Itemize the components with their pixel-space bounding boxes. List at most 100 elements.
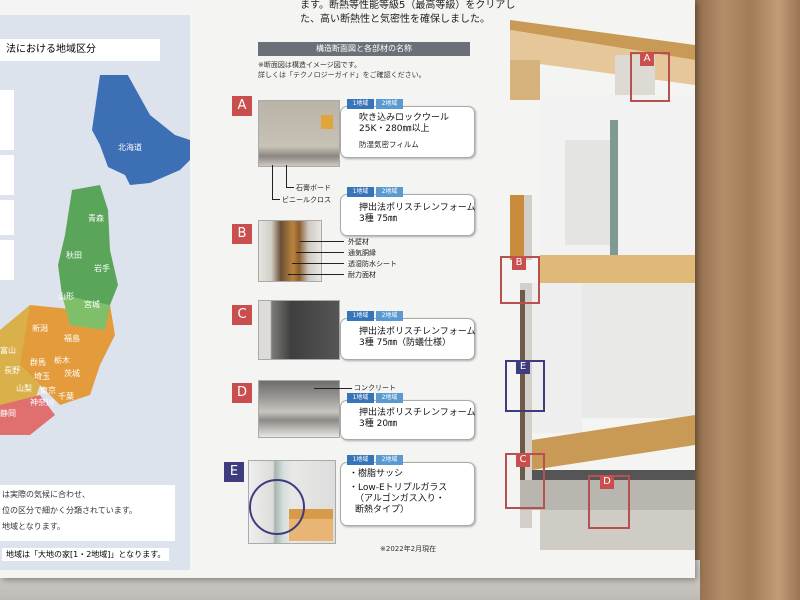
tag-region-1: 1地域 [347,393,374,403]
house-illustration [510,20,695,550]
pref-label: 青森 [88,214,104,223]
item-title: 3種 75㎜（防蟻仕様） [359,338,452,348]
leader-line [288,274,344,275]
photo-window-sash [248,460,336,544]
region-note-bottom: 地域は「大地の家[1・2地域]」となります。 [2,548,170,561]
leader-line [300,241,344,242]
tag-region-1: 1地域 [347,311,374,321]
brochure-page: 法における地域区分 北海道 青森 秋田 岩手 山形 宮城 新潟 福島 富山 長野… [0,0,695,578]
tag-region-2: 2地域 [376,99,403,109]
tag-region-2: 2地域 [376,311,403,321]
pref-label: 埼玉 [34,372,50,381]
pref-label: 宮城 [84,300,100,309]
pref-label: 富山 [0,346,16,355]
pref-label: 千葉 [58,392,74,401]
pref-label: 山形 [58,292,74,301]
card-b: 1地域 2地域 押出法ポリスチレンフォーム 3種 75㎜ [340,187,476,236]
card-c: 1地域 2地域 押出法ポリスチレンフォーム 3種 75㎜（防蟻仕様） [340,311,476,360]
shizuoka-shape [0,395,55,435]
pref-label: 静岡 [0,409,16,418]
callout-label-b: B [512,256,526,270]
region-panel-title: 法における地域区分 [0,39,160,61]
leader-line [314,388,352,389]
tohoku-shape [58,185,118,310]
material-label: コンクリート [354,384,396,392]
card-e: 1地域 2地域 ・樹脂サッシ ・Low-Eトリプルガラス （アルゴンガス入り・ … [340,455,475,526]
section-note: 詳しくは「テクノロジーガイド」をご確認ください。 [258,71,426,79]
item-title: ・Low-Eトリプルガラス [349,483,448,493]
photo-rockwool [258,100,340,167]
callout-label-a: A [640,52,654,66]
material-label: 外壁材 [348,238,369,246]
kanto-shape [10,305,115,405]
pref-label: 福島 [64,334,80,343]
leader-line [272,165,273,199]
tag-region-2: 2地域 [376,393,403,403]
tag-region-2: 2地域 [376,455,403,465]
pref-label: 群馬 [30,358,46,367]
pref-label: 岩手 [94,264,110,273]
leader-line [272,199,280,200]
japan-region-map [0,75,190,435]
material-label: 通気胴縁 [348,249,376,257]
card-a: 1地域 2地域 吹き込みロックウール 25K・280㎜以上 防湿気密フィルム [340,99,475,158]
callout-label-c: C [516,453,530,467]
legend-swatch [0,90,14,150]
photo-wall [258,220,322,282]
badge-c: C [232,305,252,325]
material-label: 耐力面材 [348,271,376,279]
date-note: ※2022年2月現在 [380,545,437,553]
item-title: 吹き込みロックウール [359,113,450,123]
item-title: ・樹脂サッシ [349,469,404,479]
photo-foundation [258,300,340,360]
material-label: 透湿防水シート [348,260,397,268]
hokkaido-shape [92,75,190,185]
item-title: 押出法ポリスチレンフォーム [359,408,476,418]
leader-line [296,252,344,253]
legend-swatch [0,240,14,280]
pref-label: 東京 [40,386,56,395]
badge-e: E [224,462,244,482]
item-sub: 防湿気密フィルム [359,140,419,149]
tag-region-1: 1地域 [347,99,374,109]
chubu-shape [0,305,40,425]
item-title: 押出法ポリスチレンフォーム [359,327,476,337]
badge-d: D [232,383,252,403]
item-title: 3種 20㎜ [359,419,398,429]
callout-label-e: E [516,360,530,374]
pref-label: 秋田 [66,251,82,260]
region-note-line: 位の区分で細かく分類されています。 [2,506,137,515]
legend-swatch [0,200,14,235]
pref-label: 北海道 [118,143,142,152]
pref-label: 神奈川 [30,398,54,407]
region-panel: 法における地域区分 北海道 青森 秋田 岩手 山形 宮城 新潟 福島 富山 長野… [0,15,190,570]
house-cross-section: A B E C D [480,0,695,560]
header-line: ます。断熱等性能等級5（最高等級）をクリアし [300,0,516,11]
wood-table-background [690,0,800,600]
leader-line [292,263,344,264]
material-label: 石膏ボード [296,184,331,192]
badge-b: B [232,224,252,244]
section-note: ※断面図は構造イメージ図です。 [258,61,362,69]
item-title: 3種 75㎜ [359,214,398,224]
pref-label: 栃木 [54,356,70,365]
fukushima-shape [62,295,110,330]
tag-region-2: 2地域 [376,187,403,197]
section-heading: 構造断面図と各部材の名称 [258,42,470,56]
pref-label: 山梨 [16,384,32,393]
tag-region-1: 1地域 [347,187,374,197]
item-title: 断熱タイプ） [355,505,410,515]
item-title: 25K・280㎜以上 [359,124,430,134]
pref-label: 茨城 [64,369,80,378]
callout-label-d: D [600,475,614,489]
photo-slab [258,380,340,438]
region-note-box: は実際の気候に合わせ、 位の区分で細かく分類されています。 地域となります。 [0,485,175,541]
material-label: ビニールクロス [282,196,331,204]
region-note-line: 地域となります。 [2,522,65,531]
pref-label: 新潟 [32,324,48,333]
item-title: （アルゴンガス入り・ [355,494,445,504]
item-title: 押出法ポリスチレンフォーム [359,203,476,213]
badge-a: A [232,96,252,116]
legend-swatch [0,155,14,195]
card-d: 1地域 2地域 押出法ポリスチレンフォーム 3種 20㎜ [340,393,476,440]
